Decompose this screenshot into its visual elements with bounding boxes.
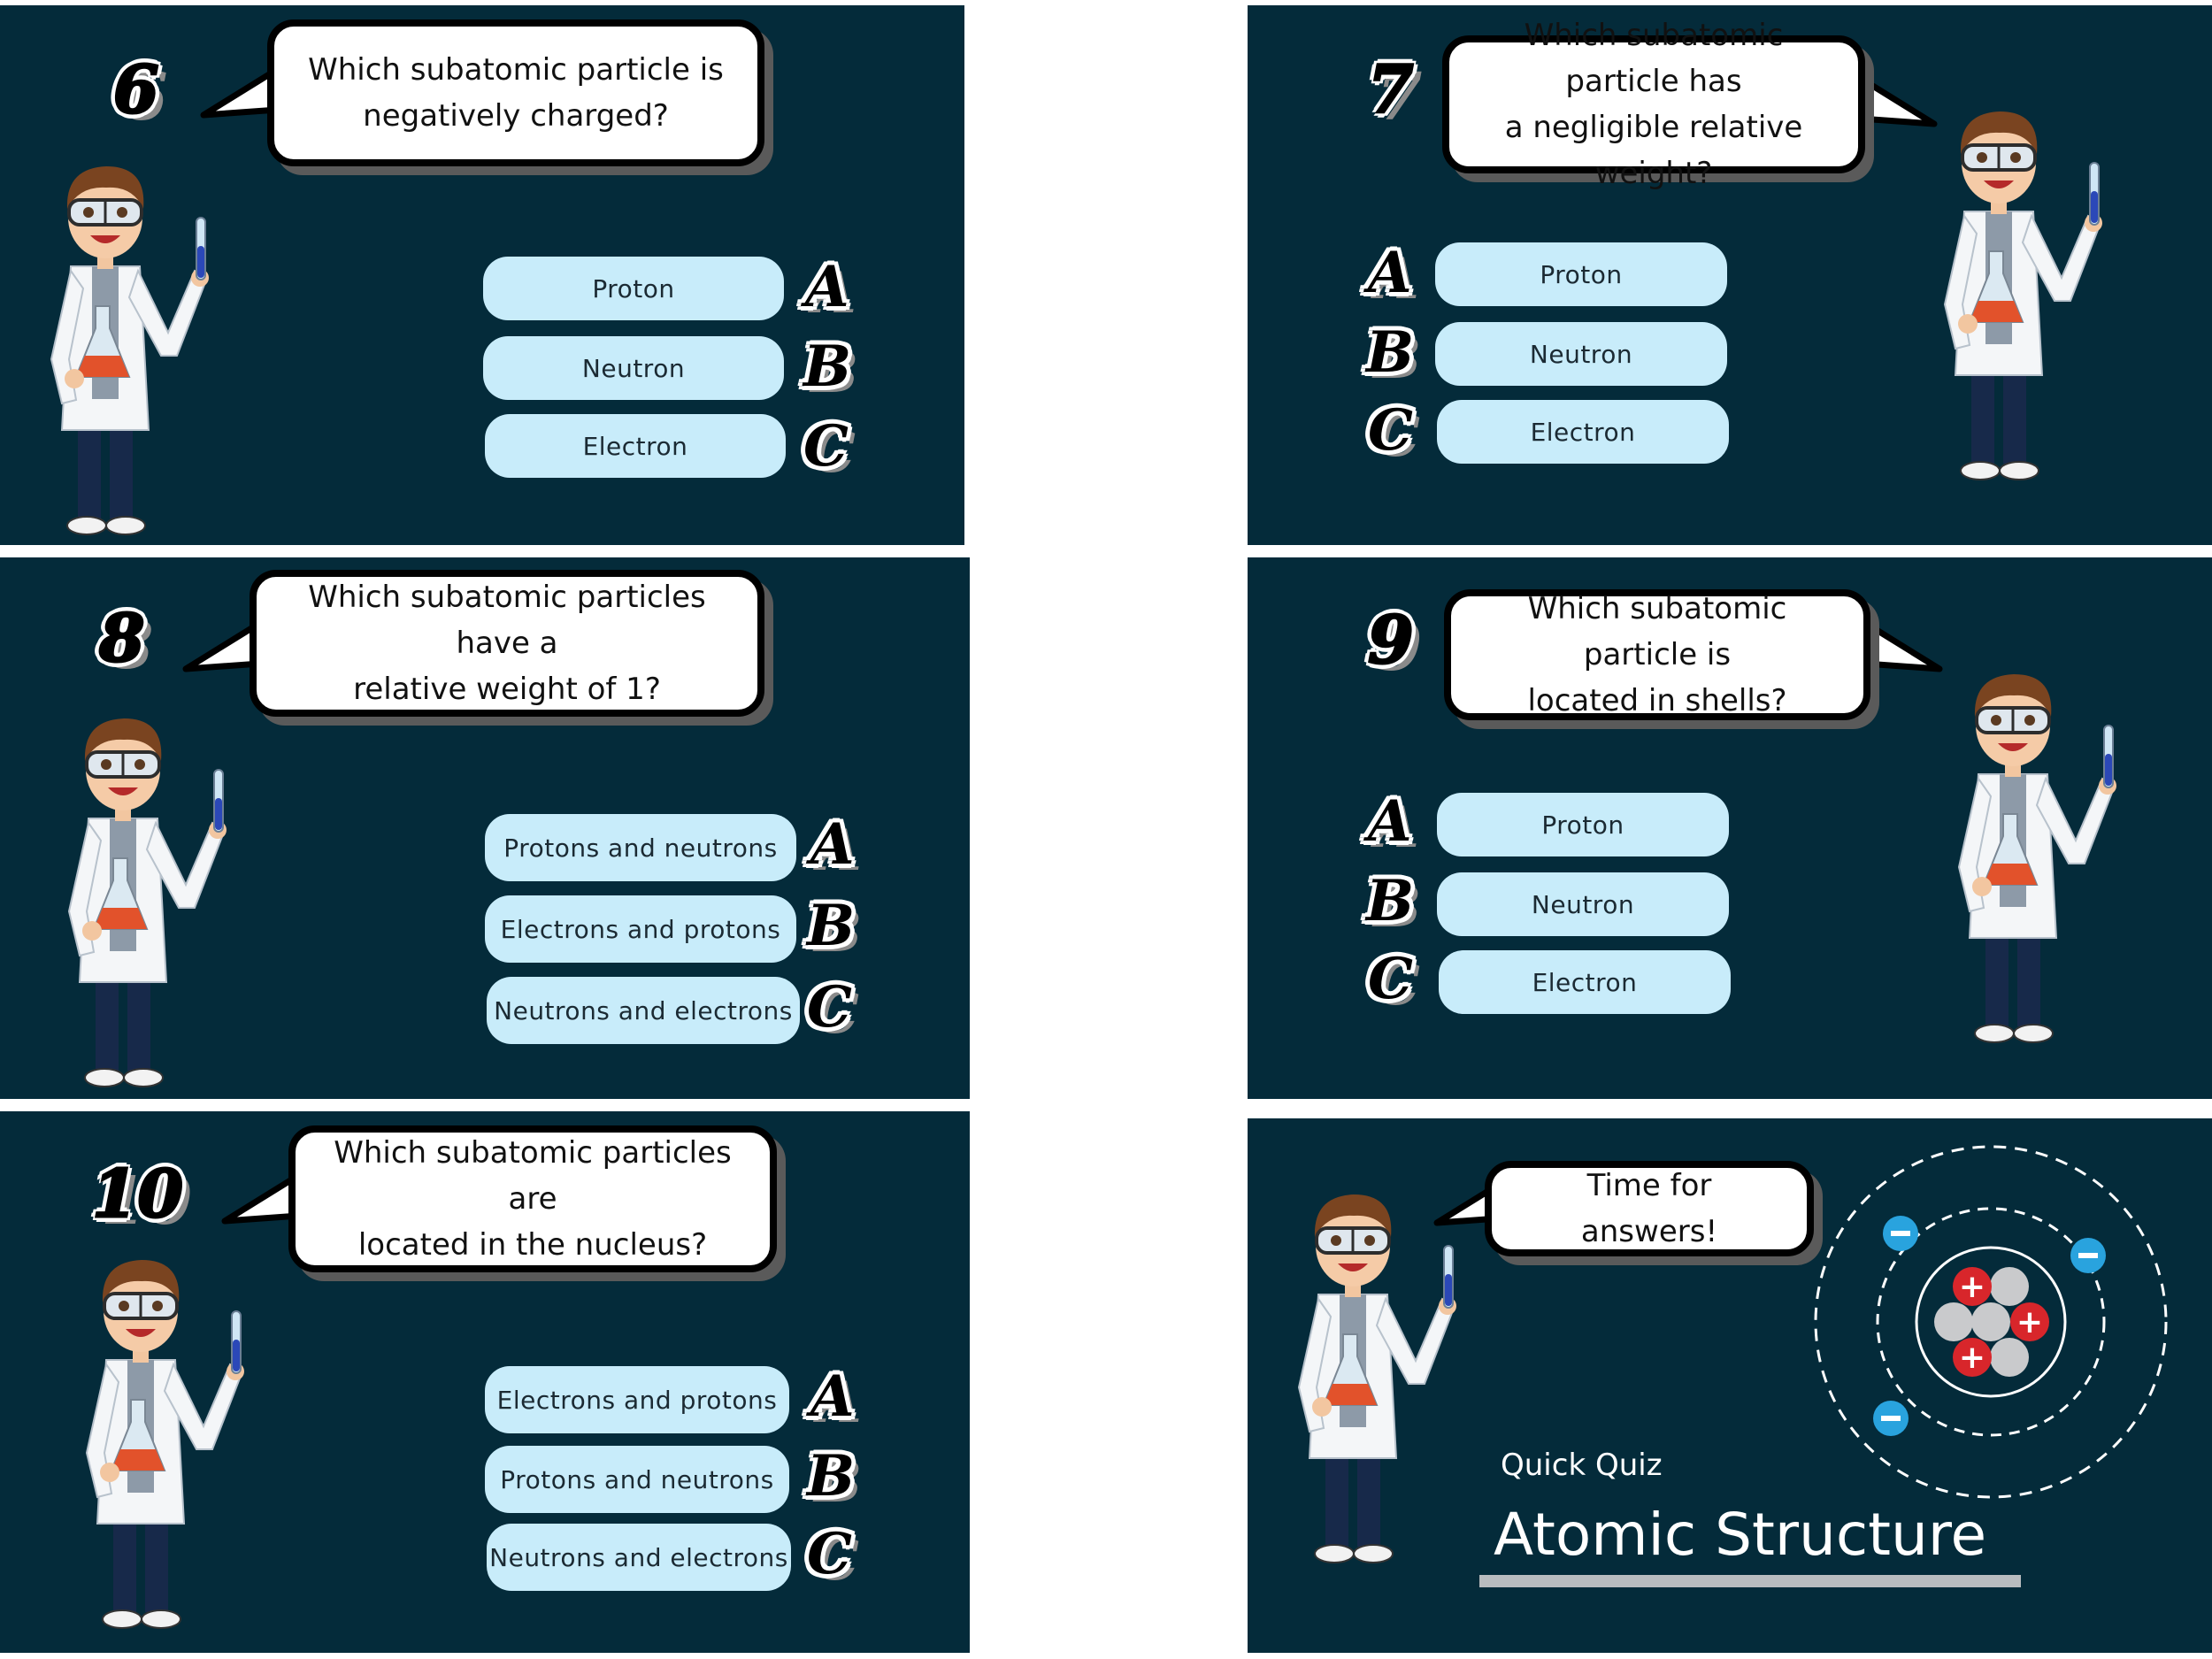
quiz-subtitle: Quick Quiz: [1501, 1448, 1663, 1483]
speech-bubble-tail: [1863, 619, 1943, 672]
option-letter-b: B: [803, 334, 852, 400]
quiz-slide-6: 6 Which subatomic particle is negatively…: [0, 5, 964, 545]
answer-option-a[interactable]: Electrons and protons: [485, 1366, 789, 1433]
answer-option-label: Neutrons and electrons: [494, 995, 793, 1025]
question-text: Which subatomic particle is negatively c…: [308, 52, 724, 134]
option-letter-a: A: [805, 254, 849, 320]
answer-option-label: Neutron: [581, 353, 686, 383]
title-underline: [1479, 1575, 2021, 1587]
answers-title-slide: Time for answers! + + +: [1248, 1118, 2212, 1653]
question-number: 8: [98, 601, 146, 677]
question-number: 10: [91, 1156, 185, 1233]
electron: [1873, 1401, 1909, 1436]
answer-option-b[interactable]: Neutron: [1437, 872, 1729, 936]
answer-option-a[interactable]: Proton: [483, 257, 784, 320]
nucleus: + + +: [1934, 1267, 2049, 1377]
answer-option-c[interactable]: Electron: [485, 414, 786, 478]
svg-text:+: +: [2016, 1304, 2043, 1340]
answer-option-label: Electrons and protons: [496, 1385, 778, 1415]
speech-text: Time for answers!: [1580, 1168, 1718, 1249]
question-text: Which subatomic particles are located in…: [334, 1135, 732, 1263]
electron: [2070, 1238, 2106, 1273]
option-letter-c: C: [807, 1521, 852, 1587]
question-number: 6: [112, 52, 160, 128]
question-bubble: Which subatomic particle is located in s…: [1444, 589, 1870, 720]
atom-diagram: + + +: [1814, 1145, 2168, 1499]
answer-option-label: Proton: [1541, 810, 1624, 840]
question-number: 7: [1367, 52, 1415, 128]
quiz-slide-9: 9 Which subatomic particle is located in…: [1248, 557, 2212, 1099]
scientist-illustration: [1957, 672, 2118, 1044]
scientist-illustration: [1943, 110, 2104, 481]
speech-bubble-tail: [1858, 74, 1938, 127]
option-letter-c: C: [1368, 397, 1413, 464]
answer-option-label: Neutron: [1529, 339, 1633, 369]
answer-option-b[interactable]: Neutron: [483, 336, 784, 400]
question-text: Which subatomic particle is located in s…: [1527, 591, 1787, 718]
answer-option-c[interactable]: Neutrons and electrons: [487, 977, 800, 1044]
answer-option-label: Electron: [582, 431, 688, 461]
answer-option-label: Electron: [1532, 967, 1638, 997]
answer-option-a[interactable]: Protons and neutrons: [485, 814, 796, 881]
option-letter-a: A: [1368, 240, 1412, 306]
quiz-title: Atomic Structure: [1494, 1501, 1987, 1569]
option-letter-c: C: [807, 974, 852, 1041]
svg-text:+: +: [1959, 1340, 1985, 1376]
question-number: 9: [1367, 603, 1415, 679]
answer-option-b[interactable]: Electrons and protons: [485, 895, 796, 963]
answer-option-b[interactable]: Neutron: [1435, 322, 1727, 386]
answer-option-a[interactable]: Proton: [1437, 793, 1729, 856]
answer-option-label: Protons and neutrons: [500, 1464, 774, 1494]
question-text: Which subatomic particles have a relativ…: [308, 580, 706, 707]
answer-option-a[interactable]: Proton: [1435, 242, 1727, 306]
option-letter-a: A: [810, 1363, 855, 1430]
answer-option-b[interactable]: Protons and neutrons: [485, 1446, 789, 1513]
scientist-illustration: [85, 1258, 246, 1630]
answer-option-label: Neutron: [1531, 889, 1635, 919]
answer-option-label: Proton: [592, 273, 675, 303]
quiz-slide-10: 10 Which subatomic particles are located…: [0, 1111, 970, 1653]
answer-option-c[interactable]: Electron: [1439, 950, 1731, 1014]
question-bubble: Which subatomic particle has a negligibl…: [1442, 18, 1865, 191]
option-letter-b: B: [1366, 319, 1415, 386]
electron: [1883, 1216, 1918, 1251]
quiz-slide-8: 8 Which subatomic particles have a relat…: [0, 557, 970, 1099]
scientist-illustration: [67, 717, 228, 1088]
option-letter-c: C: [1368, 946, 1413, 1012]
question-bubble: Which subatomic particles have a relativ…: [250, 570, 764, 717]
answer-option-label: Protons and neutrons: [503, 833, 778, 863]
question-text: Which subatomic particle has a negligibl…: [1504, 18, 1803, 191]
option-letter-a: A: [1368, 788, 1412, 855]
answer-option-label: Electron: [1530, 417, 1636, 447]
answer-option-c[interactable]: Neutrons and electrons: [487, 1524, 791, 1591]
question-bubble: Which subatomic particle is negatively c…: [267, 19, 764, 166]
option-letter-c: C: [803, 413, 849, 480]
question-bubble: Which subatomic particles are located in…: [288, 1125, 777, 1272]
answer-option-label: Electrons and protons: [500, 914, 781, 944]
answer-option-label: Proton: [1540, 259, 1623, 289]
svg-text:+: +: [1959, 1269, 1985, 1305]
quiz-slide-7: 7 Which subatomic particle has a negligi…: [1248, 5, 2212, 545]
option-letter-b: B: [807, 1443, 856, 1509]
scientist-illustration: [50, 165, 211, 536]
option-letter-b: B: [807, 893, 856, 959]
answer-option-label: Neutrons and electrons: [489, 1542, 788, 1572]
option-letter-a: A: [810, 811, 855, 878]
answer-option-c[interactable]: Electron: [1437, 400, 1729, 464]
option-letter-b: B: [1366, 868, 1415, 934]
speech-bubble: Time for answers!: [1485, 1161, 1814, 1256]
